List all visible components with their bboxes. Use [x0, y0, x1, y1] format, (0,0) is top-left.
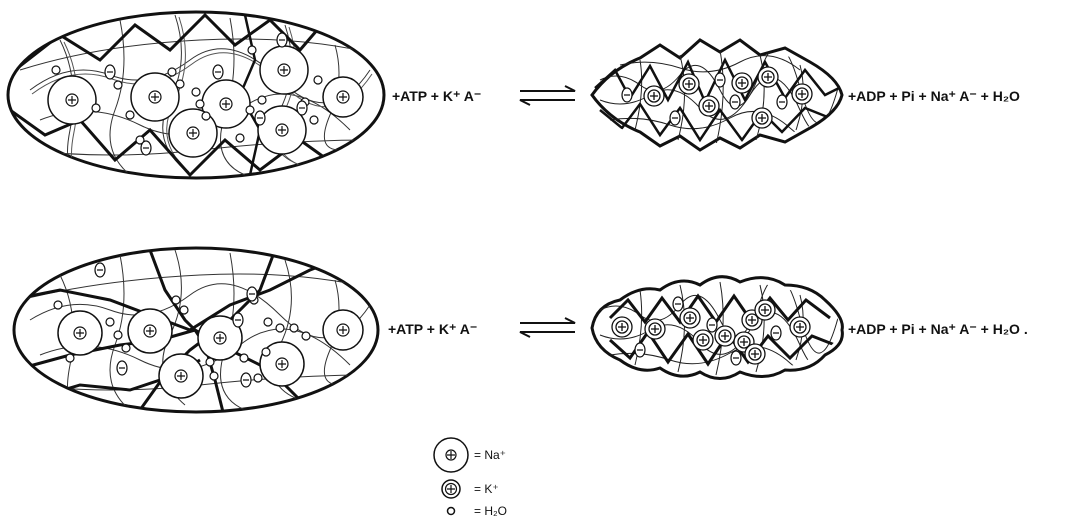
- legend-water-symbol: [448, 508, 455, 515]
- resting-cell-bottom: [10, 248, 380, 420]
- reactants-bottom: +ATP + K⁺ A⁻: [388, 321, 477, 337]
- products-top: +ADP + Pi + Na⁺ A⁻ + H₂O: [848, 88, 1020, 104]
- legend-potassium-symbol: [442, 480, 460, 498]
- legend-label-sodium: = Na⁺: [474, 448, 506, 462]
- equilibrium-arrow-top: [520, 86, 575, 105]
- legend-label-water: = H₂O: [474, 504, 507, 518]
- products-bottom: +ADP + Pi + Na⁺ A⁻ + H₂O .: [848, 321, 1028, 337]
- reactants-top: +ATP + K⁺ A⁻: [392, 88, 481, 104]
- resting-cell-top: [8, 12, 395, 178]
- legend: = Na⁺ = K⁺ = H₂O: [434, 438, 507, 518]
- contracted-cell-bottom: [592, 277, 842, 379]
- legend-sodium-symbol: [434, 438, 468, 472]
- equilibrium-arrow-bottom: [520, 318, 575, 337]
- legend-label-potassium: = K⁺: [474, 482, 499, 496]
- contracted-cell-top: [592, 40, 845, 150]
